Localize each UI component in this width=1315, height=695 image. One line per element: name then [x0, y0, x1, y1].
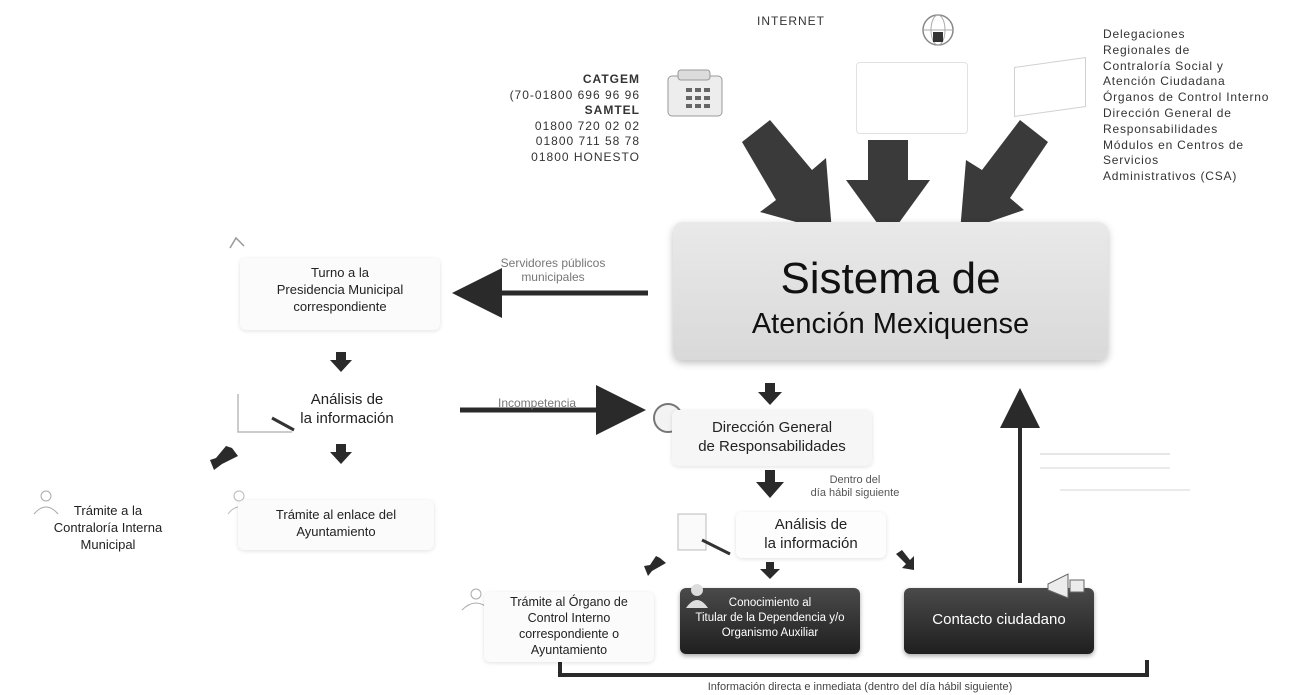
analisis-center-box: Análisis de la información — [736, 512, 886, 558]
delegation-line: Regionales de — [1103, 42, 1191, 57]
conocimiento-titular-box: Conocimiento al Titular de la Dependenci… — [680, 588, 860, 654]
system-title-line2: Atención Mexiquense — [751, 308, 1030, 340]
system-title-line1: Sistema de — [780, 254, 1001, 303]
servidores-label-line2: municipales — [521, 270, 585, 284]
tramite-organo-box: Trámite al Órgano de Control Interno cor… — [484, 592, 654, 662]
analisis-center-line: la información — [764, 535, 858, 552]
direccion-line: Dirección General — [711, 419, 833, 436]
direccion-line: de Responsabilidades — [698, 438, 846, 455]
tramite-contraloria-line: Municipal — [80, 537, 136, 552]
globe-icon — [916, 10, 958, 50]
samtel-number: 01800 720 02 02 — [534, 118, 640, 133]
turno-line: Presidencia Municipal — [276, 282, 404, 297]
delegations-list: Delegaciones Regionales de Contraloría S… — [1103, 27, 1313, 185]
bottom-info-label: Información directa e inmediata (dentro … — [707, 681, 1013, 693]
arrow-analisis-to-enlace — [330, 444, 352, 464]
big-arrow-left — [742, 120, 832, 232]
hand-icon — [228, 236, 246, 250]
catgem-number: (70-01800 696 96 96 — [509, 87, 640, 102]
analisis-left-box: Análisis de la información — [282, 390, 412, 428]
delegation-line: Administrativos (CSA) — [1103, 169, 1238, 184]
arrow-system-to-direccion — [758, 383, 782, 405]
phone-numbers: CATGEM (70-01800 696 96 96 SAMTEL 01800 … — [480, 72, 640, 165]
delegation-line: Responsabilidades — [1103, 121, 1219, 136]
organo-line: Ayuntamiento — [530, 643, 608, 657]
arrow-analisis-to-organo — [644, 556, 666, 576]
arrow-turno-to-analisis — [330, 352, 352, 372]
computer-icon — [856, 62, 968, 134]
direccion-general-box: Dirección General de Responsabilidades — [672, 410, 872, 466]
conocimiento-line: Conocimiento al — [728, 597, 812, 609]
tramite-contraloria-line: Trámite a la — [73, 503, 143, 518]
envelope-icon — [1014, 56, 1086, 118]
megaphone-icon — [1044, 566, 1090, 606]
delegation-line: Atención Ciudadana — [1103, 74, 1226, 89]
analisis-left-line: la información — [300, 410, 394, 427]
document-pen-icon — [672, 508, 736, 558]
analisis-center-line: Análisis de — [774, 516, 848, 533]
arrow-analisis-to-contacto — [896, 550, 914, 570]
person-icon — [28, 488, 64, 516]
big-arrow-right — [960, 120, 1048, 232]
conocimiento-line: Organismo Auxiliar — [721, 627, 819, 639]
organo-line: correspondiente o — [518, 627, 620, 641]
tramite-enlace-line: Trámite al enlace del — [275, 507, 397, 522]
delegation-line: Delegaciones — [1103, 27, 1186, 41]
arrow-direccion-to-analisis — [756, 470, 784, 498]
big-arrow-center — [846, 140, 930, 238]
sistema-atencion-box: Sistema de Atención Mexiquense — [673, 222, 1108, 360]
organo-line: Trámite al Órgano de — [510, 595, 628, 609]
tramite-contraloria-line: Contraloría Interna — [53, 520, 163, 535]
organo-line: Control Interno — [527, 611, 611, 625]
delegation-line: Órganos de Control Interno — [1103, 90, 1270, 105]
time-label-line: Dentro del — [829, 474, 881, 486]
delegation-line: Dirección General de — [1103, 105, 1232, 120]
incompetencia-label: Incompetencia — [498, 396, 577, 410]
turno-line: correspondiente — [293, 299, 387, 314]
time-label-line: día hábil siguiente — [810, 487, 900, 499]
arrow-analisis-to-contraloria — [210, 446, 238, 470]
delegation-line: Servicios — [1103, 153, 1159, 168]
tramite-contraloria-box: Trámite a la Contraloría Interna Municip… — [28, 502, 188, 553]
servidores-label-line1: Servidores públicos — [500, 256, 606, 270]
samtel-label: SAMTEL — [584, 103, 640, 117]
delegation-line: Módulos en Centros de — [1103, 137, 1244, 152]
bottom-bracket — [558, 660, 1149, 677]
analisis-left-line: Análisis de — [310, 391, 384, 408]
conocimiento-line: Titular de la Dependencia y/o — [695, 612, 845, 624]
turno-presidencia-box: Turno a la Presidencia Municipal corresp… — [240, 258, 440, 330]
samtel-number: 01800 HONESTO — [531, 149, 640, 164]
user-icon — [684, 582, 710, 608]
tramite-enlace-line: Ayuntamiento — [296, 524, 376, 539]
time-label: Dentro del día hábil siguiente — [800, 474, 910, 500]
contacto-ciudadano-box: Contacto ciudadano — [904, 588, 1094, 654]
arrow-analisis-to-conocimiento — [760, 562, 780, 579]
tramite-enlace-box: Trámite al enlace del Ayuntamiento — [238, 500, 434, 550]
delegation-line: Contraloría Social y — [1103, 58, 1224, 73]
phone-icon — [664, 66, 726, 124]
samtel-number: 01800 711 58 78 — [535, 134, 640, 148]
document-pen-icon — [232, 386, 298, 436]
internet-label: INTERNET — [757, 14, 825, 28]
servidores-label: Servidores públicos municipales — [478, 256, 628, 284]
catgem-label: CATGEM — [582, 72, 640, 86]
turno-line: Turno a la — [310, 265, 370, 280]
